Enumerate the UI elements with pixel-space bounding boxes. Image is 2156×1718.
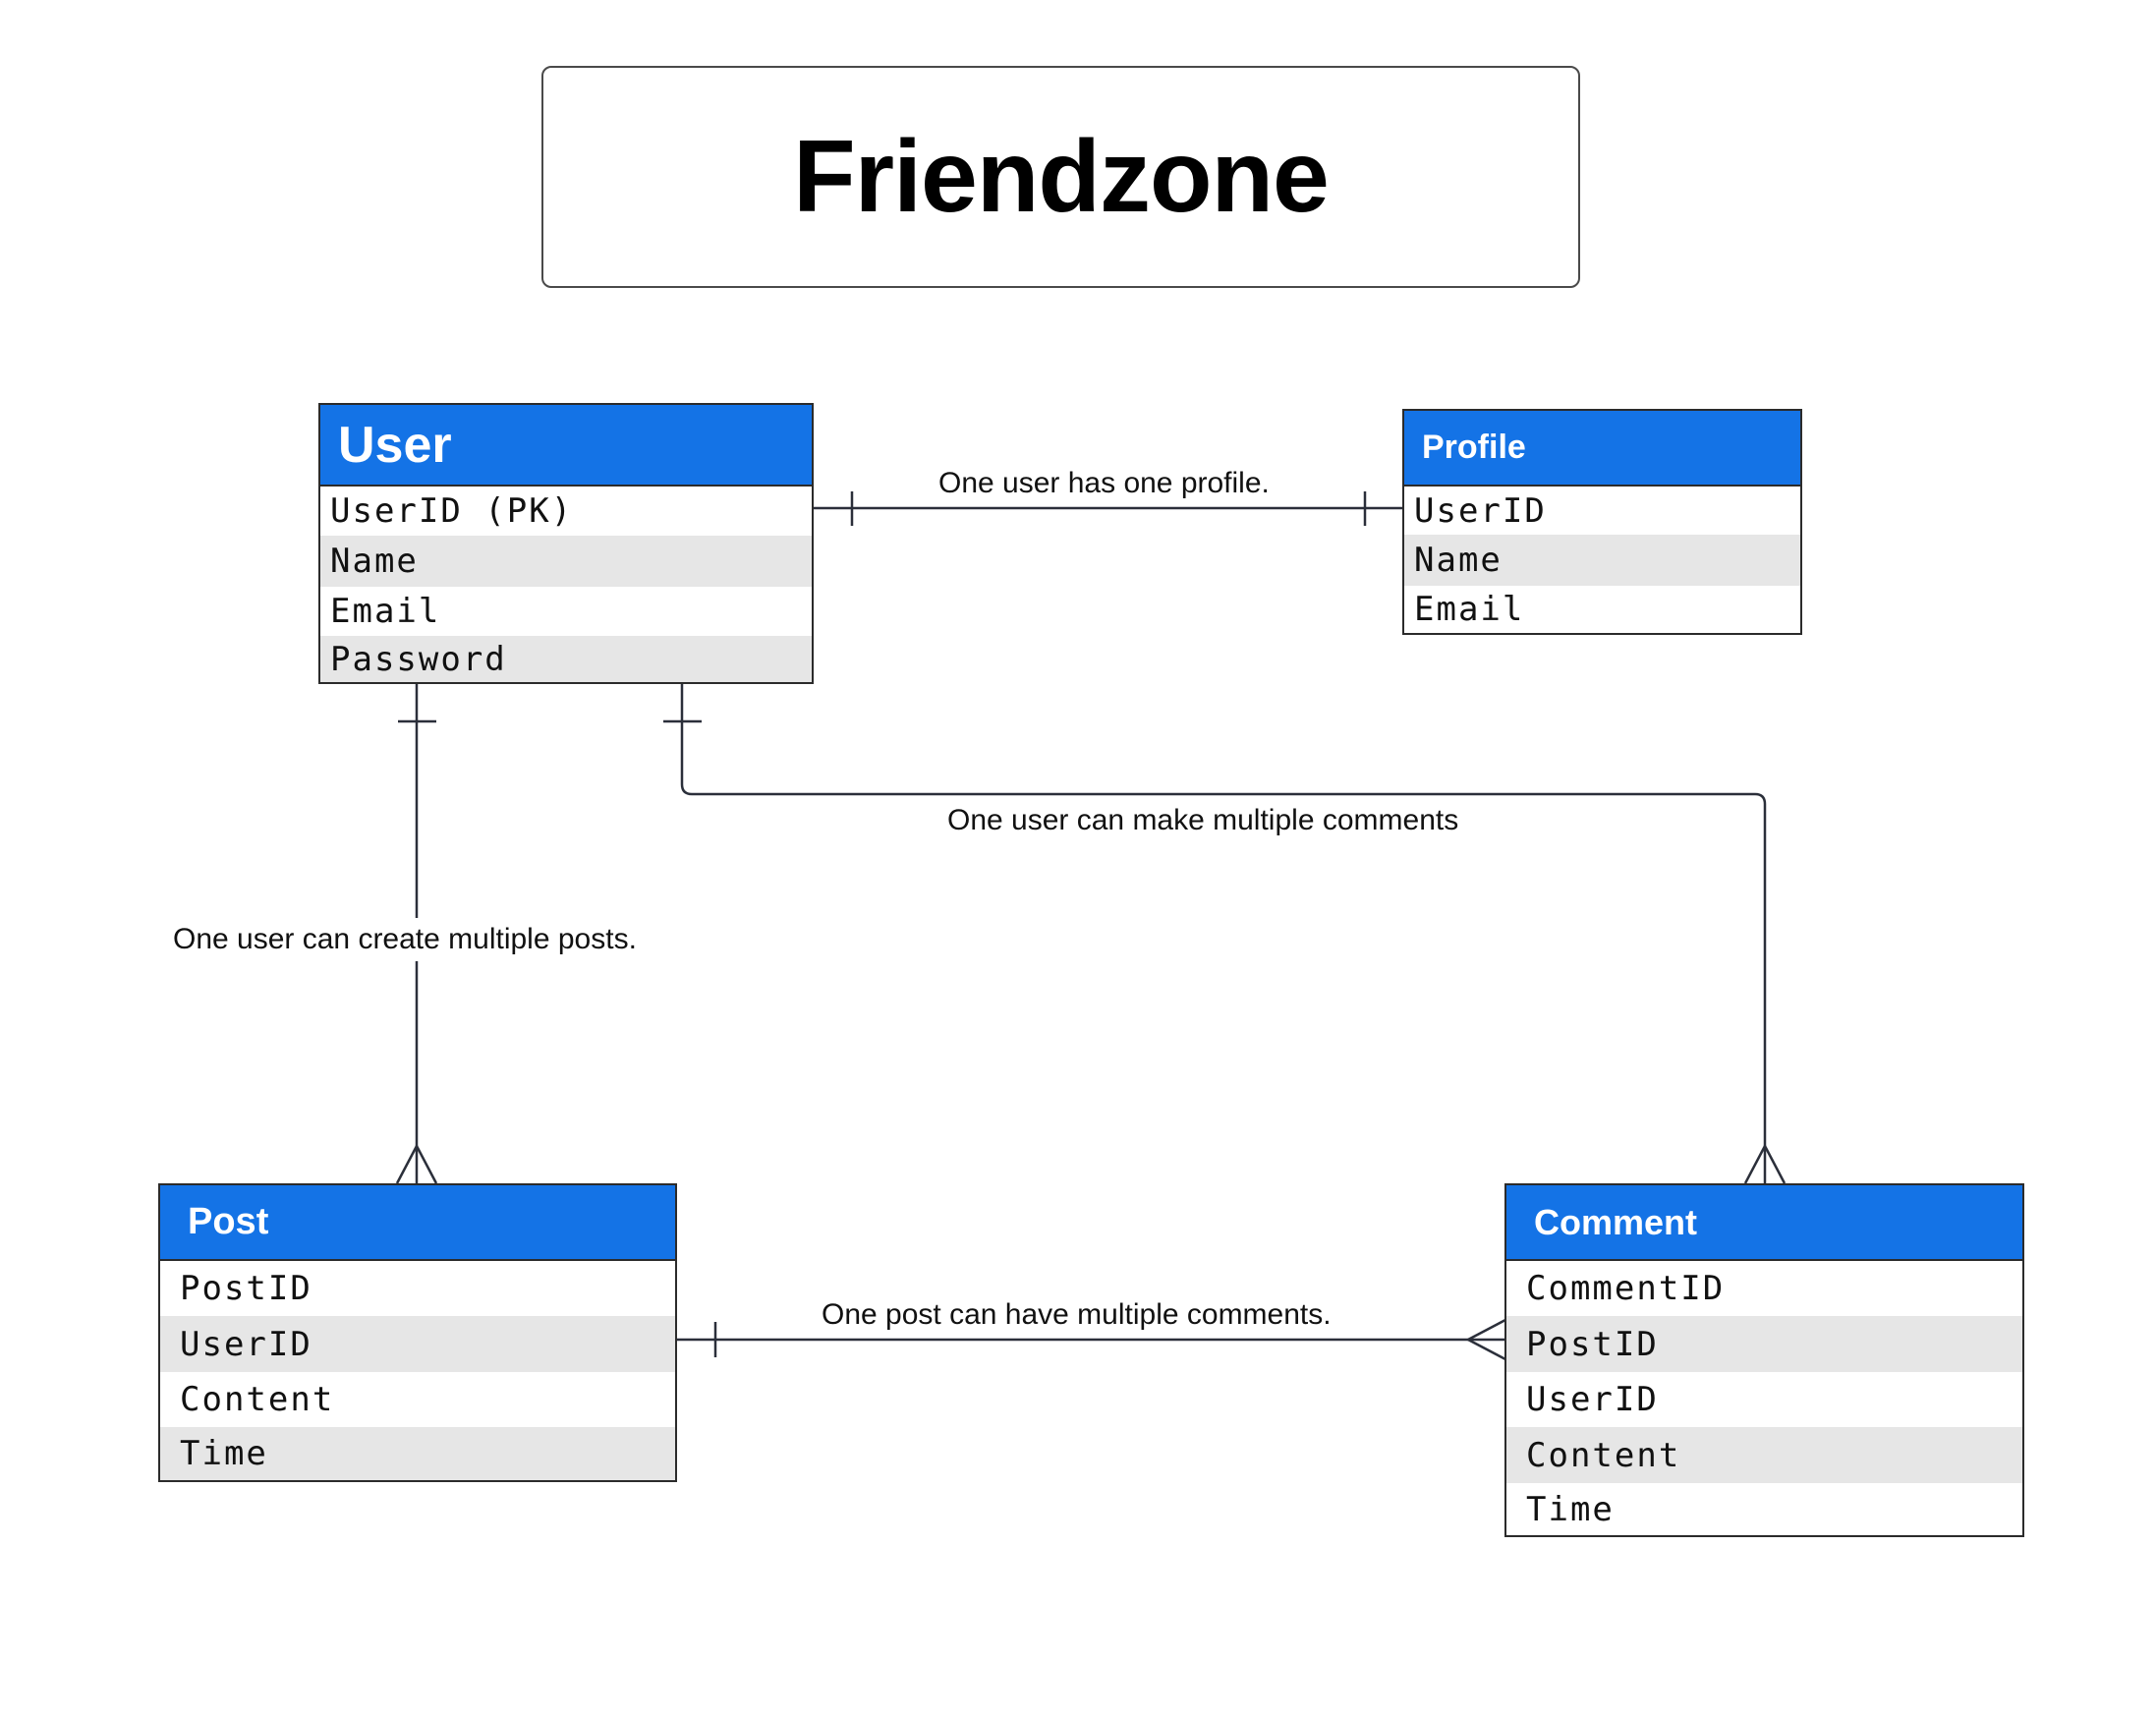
relationship-label-post-comment: One post can have multiple comments.	[822, 1297, 1332, 1333]
connector-post-comment	[676, 1318, 1506, 1361]
entity-comment[interactable]: Comment CommentID PostID UserID Content …	[1504, 1183, 2024, 1537]
entity-profile[interactable]: Profile UserID Name Email	[1402, 409, 1802, 635]
crowfoot-post-side	[395, 1145, 419, 1184]
entity-field: PostID	[1506, 1316, 2022, 1372]
relationship-label-user-post: One user can create multiple posts.	[173, 918, 637, 961]
entity-field: Password	[320, 636, 812, 682]
entity-header: Post	[160, 1185, 675, 1261]
connector-user-comment	[663, 684, 1787, 1184]
entity-post[interactable]: Post PostID UserID Content Time	[158, 1183, 677, 1482]
entity-field: Content	[1506, 1427, 2022, 1483]
entity-header: Profile	[1404, 411, 1800, 487]
entity-field: Email	[330, 592, 441, 631]
entity-user[interactable]: User UserID (PK) Name Email Password	[318, 403, 814, 684]
crowfoot-comment-side	[1467, 1318, 1506, 1342]
entity-header: Comment	[1506, 1185, 2022, 1261]
entity-field: UserID	[1414, 490, 1547, 531]
entity-header: User	[320, 405, 812, 487]
crowfoot-comment-side	[1743, 1145, 1767, 1184]
entity-field: Time	[1526, 1489, 1615, 1529]
entity-field: UserID	[1526, 1380, 1659, 1419]
connector-user-profile	[812, 491, 1403, 526]
entity-field: PostID	[180, 1269, 312, 1308]
entity-field: Time	[160, 1427, 675, 1480]
entity-field: Name	[1404, 535, 1800, 586]
diagram-title: Friendzone	[793, 119, 1330, 234]
entity-field: Email	[1414, 590, 1525, 629]
relationship-label-user-profile: One user has one profile.	[938, 466, 1270, 501]
diagram-title-box: Friendzone	[541, 66, 1580, 288]
entity-field: Name	[320, 536, 812, 587]
entity-field: CommentID	[1526, 1269, 1726, 1308]
entity-field: UserID (PK)	[330, 491, 574, 531]
entity-field: UserID	[160, 1316, 675, 1372]
relationship-label-user-comment: One user can make multiple comments	[947, 803, 1459, 838]
entity-field: Content	[180, 1380, 335, 1419]
